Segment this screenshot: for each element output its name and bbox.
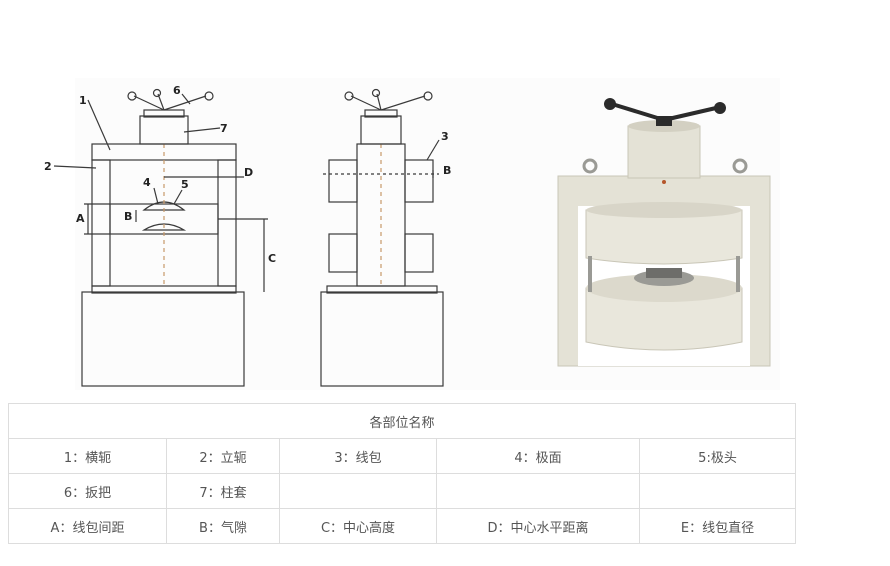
photo-lower-coil-top (586, 274, 742, 302)
photo-upper-coil-top (586, 202, 742, 218)
label-5: 5 (181, 178, 189, 191)
photo-handle-left (611, 102, 665, 122)
table-cell: B：气隙 (166, 508, 280, 544)
table-cell: 1：横轭 (8, 438, 167, 474)
front-handle-mid (157, 93, 165, 111)
parts-table: 各部位名称 1：横轭 2：立轭 3：线包 4：极面 5:极头 6：扳把 7：柱套… (8, 403, 796, 544)
table-title-row: 各部位名称 (8, 403, 796, 439)
front-handle-knob-right (204, 91, 214, 101)
front-right-yoke (217, 159, 237, 287)
table-cell: D：中心水平距离 (436, 508, 640, 544)
side-handle-knob-right (423, 91, 433, 101)
photo-knob-left (604, 98, 616, 110)
leader-3 (426, 139, 440, 161)
table-cell (279, 473, 437, 509)
label-7: 7 (220, 122, 228, 135)
photo-knob-right (714, 102, 726, 114)
table-cell: 2：立轭 (166, 438, 280, 474)
side-left-coil-lower (328, 233, 358, 273)
front-handle-right (163, 95, 207, 111)
front-lower-pole (141, 223, 187, 231)
table-cell: E：线包直径 (639, 508, 796, 544)
photo-upper-coil (585, 209, 743, 265)
table-cell: 7：柱套 (166, 473, 280, 509)
table-row: 6：扳把 7：柱套 (8, 473, 796, 509)
side-handle-knob-mid (371, 88, 381, 98)
photo-column-dot (662, 180, 666, 184)
table-cell (436, 473, 640, 509)
leader-5 (173, 189, 183, 205)
table-cell: 3：线包 (279, 438, 437, 474)
front-handle-left (133, 95, 165, 111)
table-row: A：线包间距 B：气隙 C：中心高度 D：中心水平距离 E：线包直径 (8, 508, 796, 544)
leader-1 (87, 99, 111, 151)
photo-handle-right (663, 106, 717, 122)
photo-handle-hub (656, 116, 672, 126)
front-handle-knob-mid (152, 88, 162, 98)
table-cell (639, 473, 796, 509)
table-cell: A：线包间距 (8, 508, 167, 544)
front-handle-knob-left (127, 91, 137, 101)
front-base-box (81, 291, 245, 387)
front-view-drawing: 1 2 4 5 6 7 A B C D (40, 86, 290, 391)
photo-eyebolt-left (582, 158, 598, 174)
side-view-drawing: 3 B (315, 86, 465, 391)
table-title: 各部位名称 (8, 403, 796, 439)
side-right-coil-lower (404, 233, 434, 273)
label-B-side: B (443, 164, 451, 177)
front-upper-pole (142, 201, 186, 211)
side-handle-right (380, 95, 426, 111)
label-D: D (244, 166, 253, 179)
table-cell: 5:极头 (639, 438, 796, 474)
table-cell: C：中心高度 (279, 508, 437, 544)
front-base-plate (91, 285, 237, 294)
photo-pole-gap (646, 268, 682, 278)
label-C: C (268, 252, 276, 265)
label-A: A (76, 212, 85, 225)
side-column-sleeve (360, 115, 402, 145)
label-3: 3 (441, 130, 449, 143)
leader-2 (53, 165, 97, 169)
table-cell: 4：极面 (436, 438, 640, 474)
front-column-sleeve (139, 115, 189, 145)
photo-rod-right (736, 256, 740, 292)
side-right-coil-upper (404, 159, 434, 203)
label-6: 6 (173, 86, 181, 97)
photo-lower-coil (585, 287, 743, 351)
label-2: 2 (44, 160, 52, 173)
side-handle-left (350, 95, 382, 111)
photo-rod-left (588, 256, 592, 292)
electromagnet-photo (552, 96, 774, 368)
label-1: 1 (79, 94, 87, 107)
label-B: B (124, 210, 132, 223)
photo-eyebolt-right (732, 158, 748, 174)
side-handle-knob-left (344, 91, 354, 101)
label-4: 4 (143, 176, 151, 189)
table-row: 1：横轭 2：立轭 3：线包 4：极面 5:极头 (8, 438, 796, 474)
photo-column (627, 125, 701, 179)
side-base-box (320, 291, 444, 387)
leader-4 (153, 187, 159, 205)
leader-6 (181, 93, 191, 105)
front-left-yoke (91, 159, 111, 287)
leader-7 (183, 127, 221, 133)
table-cell: 6：扳把 (8, 473, 167, 509)
side-left-coil-upper (328, 159, 358, 203)
